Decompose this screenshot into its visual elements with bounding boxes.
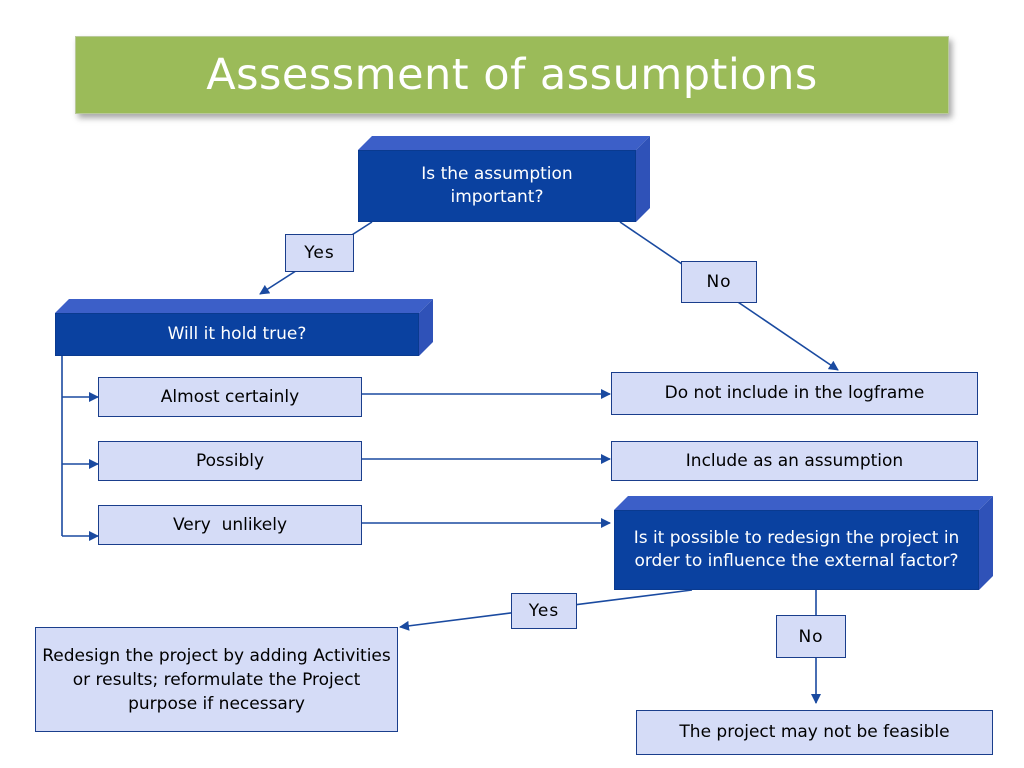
node-very-unlikely: Very unlikely: [98, 505, 362, 545]
redesign-box-depth-side: [979, 496, 993, 590]
node-redesign-action: Redesign the project by adding Activitie…: [35, 627, 398, 732]
page-title: Assessment of assumptions: [206, 50, 818, 100]
node-include-assumption: Include as an assumption: [611, 441, 978, 481]
node-will-it-hold-true: Will it hold true?: [55, 313, 419, 356]
edge-label-no-top: No: [681, 261, 757, 303]
node-possibly: Possibly: [98, 441, 362, 481]
hold-true-box-depth-side: [419, 299, 433, 356]
node-redesign-possible: Is it possible to redesign the project i…: [614, 510, 979, 590]
title-banner: Assessment of assumptions: [75, 36, 949, 114]
node-assumption-important: Is the assumption important?: [358, 150, 636, 222]
hold-true-box-depth: [55, 299, 433, 313]
edge-label-yes-bottom: Yes: [511, 593, 577, 629]
node-not-feasible: The project may not be feasible: [636, 710, 993, 755]
important-box-depth: [358, 136, 650, 150]
node-almost-certainly: Almost certainly: [98, 377, 362, 417]
important-box-depth-side: [636, 136, 650, 222]
node-do-not-include: Do not include in the logframe: [611, 372, 978, 415]
redesign-box-depth: [614, 496, 993, 510]
edge-label-no-bottom: No: [776, 615, 846, 658]
edge-label-yes-top: Yes: [285, 234, 354, 272]
